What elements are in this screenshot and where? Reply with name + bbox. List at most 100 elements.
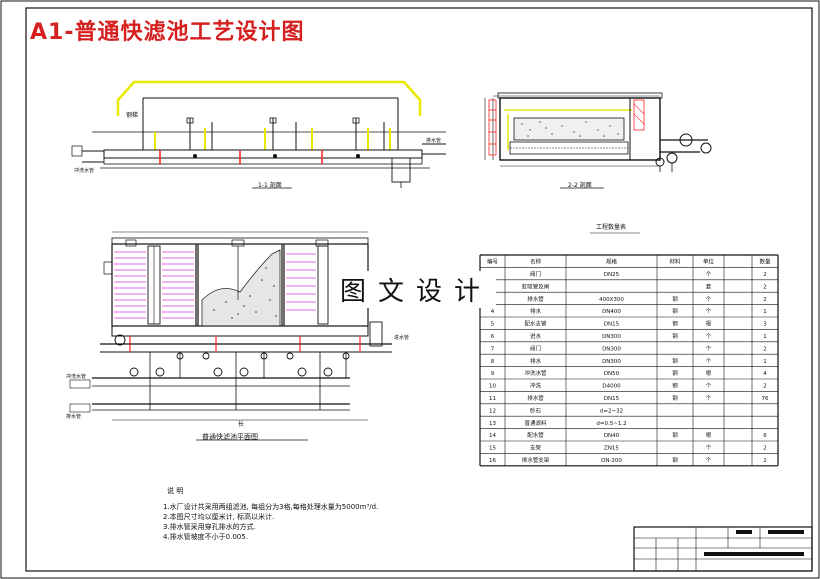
table-cell: 支架 [530,444,542,452]
table-cell: 400X300 [599,297,624,303]
table-cell: 16 [489,458,496,464]
design-notes: 说 明 1.水厂设计共采用两组滤池, 每组分为3格,每格处理水量为5000m³/… [163,486,378,542]
table-cell: 14 [489,433,496,439]
table-cell: 钢 [672,431,678,439]
plan-view-title: 普通快滤池平面图 [202,432,258,441]
table-cell: 2 [763,272,767,278]
table-cell: 2 [763,446,767,452]
table-cell: DN300 [602,334,621,340]
table-cell: 钢 [672,295,678,303]
table-cell: 10 [489,384,496,390]
table-cell: 套 [706,282,712,290]
table-cell: DN40 [604,433,620,439]
table-cell: 普通滤料 [524,419,547,427]
table-cell: 钢 [672,357,678,365]
note-item-3: 3.排水管采用穿孔排水的方式. [163,523,256,531]
table-cell: 1 [763,334,767,340]
table-cell: 4 [763,371,767,377]
table-cell: DN15 [604,396,620,402]
table-cell: 2 [763,346,767,352]
table-cell: D4000 [602,384,621,390]
table-cell: d=2~32 [600,408,623,414]
table-cell: 8 [491,359,495,365]
table-cell: 15 [489,446,496,452]
table-cell: DN25 [604,272,620,278]
table-cell: 个 [706,445,712,452]
table-cell: DN300 [602,359,621,365]
notes-heading: 说 明 [167,487,184,495]
table-cell: 配水支管 [524,320,547,328]
section-1-1-title: 1-1 剖面 [258,181,282,189]
table-header-cell: 数量 [759,258,771,266]
page-title: A1-普通快滤池工艺设计图 [30,20,305,45]
table-cell: 排水 [530,307,542,315]
quantity-table: 编号 名称 规格 材料 单位 数量 1 阀门 DN25 个 2 2 虹吸管及闸 套 2 3 排水管 400X300… [479,254,779,467]
table-cell: d=0.5~1.2 [596,421,626,427]
table-cell: 根 [706,431,712,439]
table-cell: 冲洗 [530,382,542,390]
table-cell: 个 [706,395,712,402]
section-2-2-title: 2-2 剖面 [568,181,592,189]
table-cell: DN50 [604,371,620,377]
table-header-cell: 名称 [530,258,542,266]
table-cell: 砂石 [530,406,542,414]
label-plan-inlet: 进水管 [394,334,409,341]
table-cell: 4 [491,309,495,315]
table-cell: 5 [491,322,495,328]
table-cell: 个 [706,296,712,303]
table-cell: 6 [763,433,767,439]
table-cell: 2 [763,384,767,390]
table-cell: 钢 [672,382,678,390]
table-header-cell: 单位 [703,258,715,266]
label-plan-wash: 冲洗水管 [66,373,86,380]
table-cell: 6 [491,334,495,340]
table-cell: 1 [763,359,767,365]
table-cell: DN15 [604,322,620,328]
table-cell: 排水管 [527,295,544,303]
table-cell: 排水管支架 [522,456,550,464]
label-plan-dim: 长 [238,420,244,428]
note-item-4: 4.排水管坡度不小于0.005. [163,533,248,541]
table-cell: 11 [489,396,496,402]
table-header-cell: 规格 [606,258,618,266]
table-cell: 9 [491,371,495,377]
table-cell: DN300 [602,346,621,352]
table-cell: 根 [706,369,712,377]
table-cell: ZN15 [604,446,619,452]
table-cell: 钢 [672,456,678,464]
table-cell: 3 [763,322,767,328]
table-cell: 个 [706,457,712,464]
table-cell: 阀门 [530,270,541,278]
table-cell: 个 [706,271,712,278]
table-header-cell: 编号 [487,258,499,266]
table-cell: 13 [489,421,496,427]
table-cell: 个 [706,383,712,390]
note-item-2: 2.本图尺寸均以厘米计, 标高以米计. [163,513,275,521]
plan-view-drawing [69,231,392,441]
label-sec1-drain: 排水管 [426,137,441,144]
table-cell: 阀门 [530,344,541,352]
table-caption: 工程数量表 [596,223,626,231]
table-cell: 配水管 [527,431,544,439]
table-cell: 2 [763,297,767,303]
table-header-cell: 材料 [669,258,681,266]
table-cell: 76 [762,396,769,402]
table-cell: 个 [706,333,712,340]
table-cell: 1 [763,309,767,315]
table-cell: 钢 [672,307,678,315]
label-sec1-inflow: 冲洗水管 [74,167,94,174]
table-cell: 钢 [672,369,678,377]
table-cell: 虹吸管及闸 [522,282,550,290]
table-cell: 7 [491,346,495,352]
table-cell: DN-200 [601,458,622,464]
label-plan-drain: 排水管 [66,413,81,420]
table-cell: 钢 [672,394,678,402]
table-cell: 进水 [530,332,542,340]
table-cell: 12 [489,408,496,414]
table-cell: 个 [706,358,712,365]
table-cell: 根 [706,320,712,328]
table-cell: 个 [706,345,712,352]
table-cell: 钢 [672,332,678,340]
